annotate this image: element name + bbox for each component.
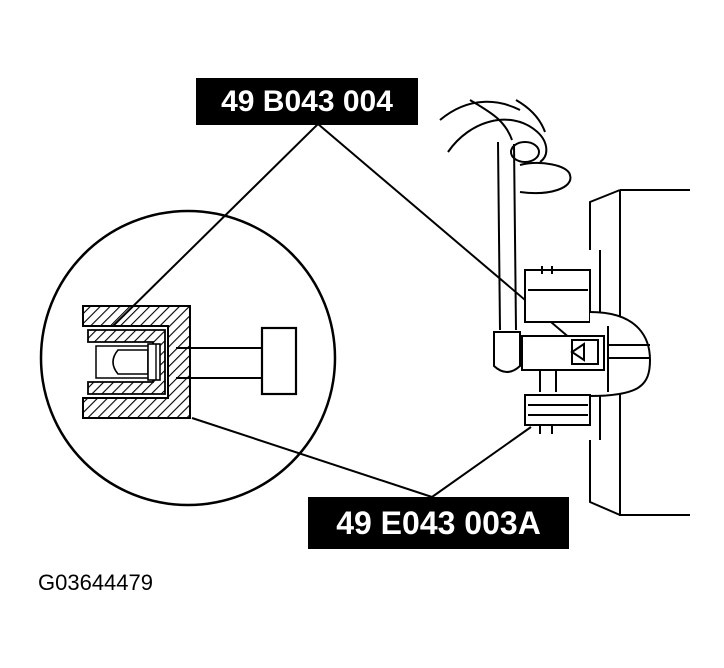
- callout-label-top: 49 B043 004: [196, 78, 418, 125]
- callout-label-bottom: 49 E043 003A: [308, 497, 569, 549]
- housing: [589, 189, 690, 516]
- outer-sleeve: [82, 305, 191, 419]
- tool: [493, 141, 521, 373]
- detail-view: [39, 209, 337, 507]
- hand: [439, 99, 572, 194]
- leader-bottom-to-detail: [191, 417, 433, 498]
- hub-assembly: [521, 189, 690, 516]
- thumb: [519, 162, 572, 194]
- pin-collar: [147, 343, 161, 381]
- figure-id-label: G03644479: [38, 570, 153, 595]
- handle-block: [260, 326, 298, 396]
- pin: [112, 349, 149, 375]
- leader-bottom-to-hub: [431, 426, 532, 498]
- lower-collar: [524, 394, 591, 426]
- detail-circle: [39, 209, 337, 507]
- leader-top-to-detail: [112, 123, 319, 327]
- fingertip: [510, 141, 540, 163]
- upper-collar: [524, 269, 591, 323]
- inner-tube: [87, 329, 166, 395]
- tool-tip: [493, 331, 521, 373]
- flange: [589, 311, 652, 397]
- finger-top: [439, 100, 521, 121]
- finger-outline: [447, 118, 548, 163]
